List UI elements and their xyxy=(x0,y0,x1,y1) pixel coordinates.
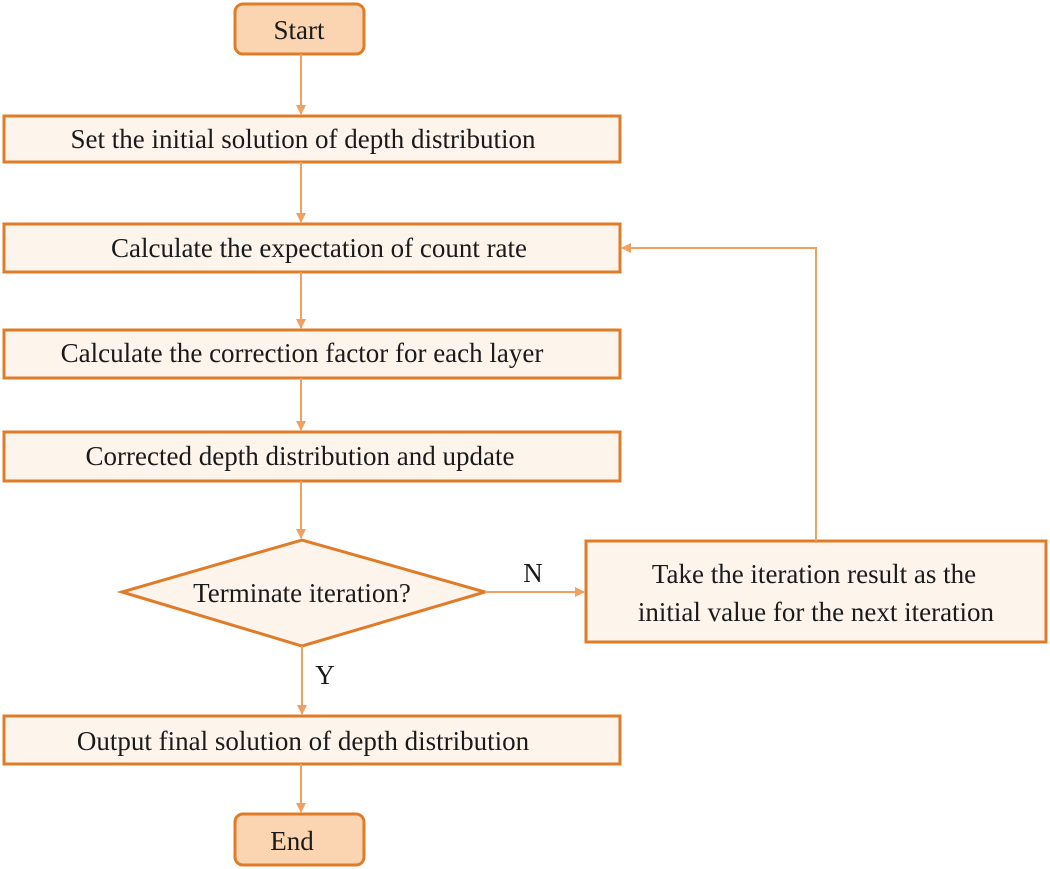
output-final-label: Output final solution of depth distribut… xyxy=(77,726,530,756)
take-result-label-line2: initial value for the next iteration xyxy=(638,597,995,627)
set-initial-solution-label: Set the initial solution of depth distri… xyxy=(71,124,536,154)
take-result-label-line1: Take the iteration result as the xyxy=(652,559,976,589)
calculate-expectation-step: Calculate the expectation of count rate xyxy=(2,222,622,274)
take-result-step: Take the iteration result as the initial… xyxy=(584,539,1048,644)
end-node: End xyxy=(233,812,366,867)
terminate-decision-label: Terminate iteration? xyxy=(193,578,411,608)
terminate-decision: Terminate iteration? xyxy=(116,538,491,648)
corrected-update-label: Corrected depth distribution and update xyxy=(86,441,515,471)
edge-label-yes: Y xyxy=(315,660,335,690)
end-label: End xyxy=(270,826,314,856)
start-node: Start xyxy=(233,2,366,56)
calculate-correction-label: Calculate the correction factor for each… xyxy=(61,338,544,368)
edge-label-no: N xyxy=(523,558,543,588)
set-initial-solution-step: Set the initial solution of depth distri… xyxy=(2,114,622,164)
arrow-take-result-loop-to-expectation xyxy=(621,243,817,541)
calculate-expectation-label: Calculate the expectation of count rate xyxy=(111,233,527,263)
output-final-step: Output final solution of depth distribut… xyxy=(2,714,622,766)
start-label: Start xyxy=(274,15,325,45)
calculate-correction-step: Calculate the correction factor for each… xyxy=(2,328,622,380)
corrected-update-step: Corrected depth distribution and update xyxy=(2,430,622,483)
